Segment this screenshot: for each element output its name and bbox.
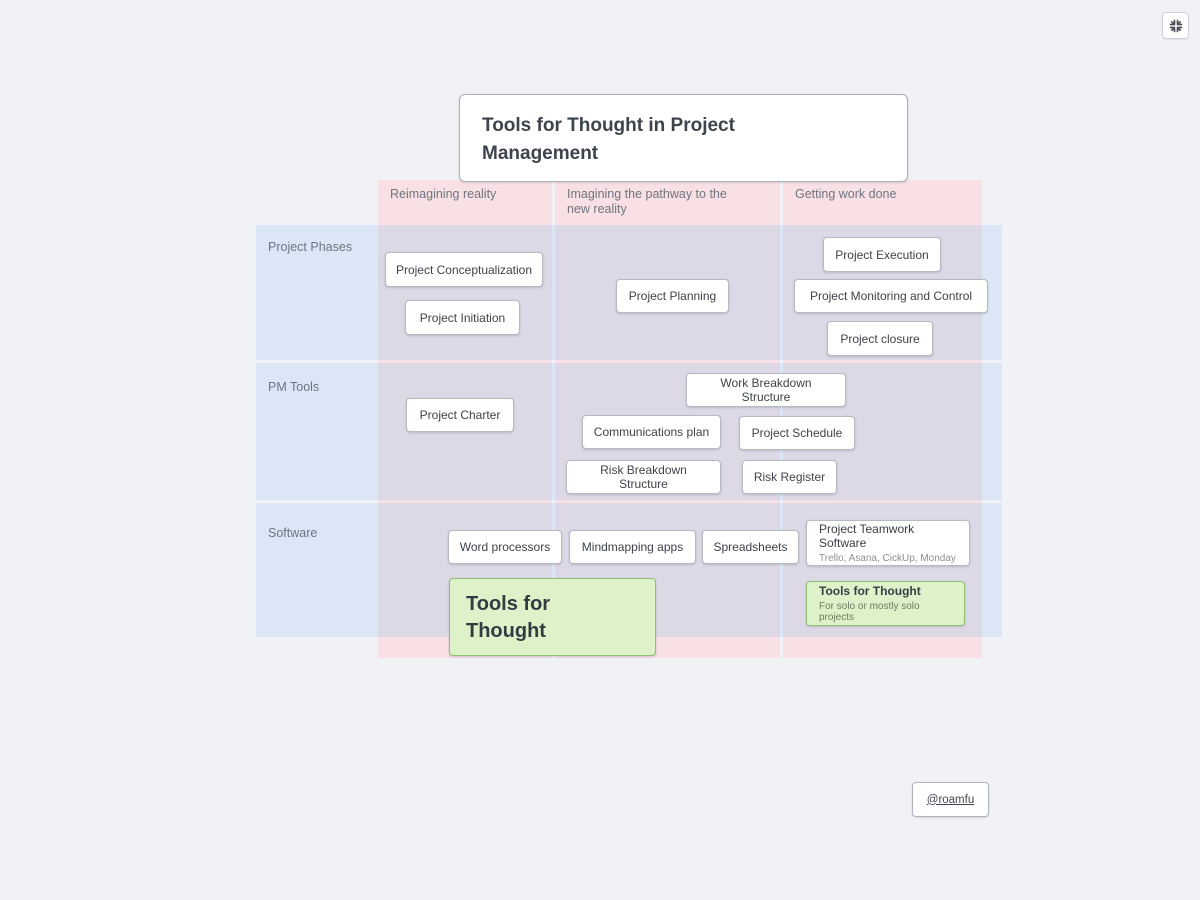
card-project-monitoring-and-control[interactable]: Project Monitoring and Control — [794, 279, 988, 313]
card-title: Project Teamwork Software — [819, 522, 915, 550]
card-project-schedule[interactable]: Project Schedule — [739, 416, 855, 450]
card-subtitle: Trello, Asana, CickUp, Monday — [819, 553, 956, 564]
card-risk-register[interactable]: Risk Register — [742, 460, 837, 494]
card-spreadsheets[interactable]: Spreadsheets — [702, 530, 799, 564]
attribution-card[interactable]: @roamfu — [912, 782, 989, 817]
row-header-software: Software — [268, 526, 318, 540]
matrix-cell-r1c1 — [378, 225, 552, 360]
diagram-title: Tools for Thought in Project Management — [482, 115, 735, 164]
card-communications-plan[interactable]: Communications plan — [582, 415, 721, 449]
card-word-processors[interactable]: Word processors — [448, 530, 562, 564]
card-subtitle: For solo or mostly solo projects — [819, 601, 920, 623]
card-project-execution[interactable]: Project Execution — [823, 237, 941, 272]
attribution-link[interactable]: @roamfu — [926, 793, 975, 806]
fit-to-screen-button[interactable] — [1162, 12, 1189, 39]
column-header-reimagining-reality: Reimagining reality — [390, 187, 497, 201]
card-project-teamwork-software[interactable]: Project Teamwork Software Trello, Asana,… — [806, 520, 970, 566]
row-header-project-phases: Project Phases — [268, 240, 353, 254]
card-tools-for-thought-solo[interactable]: Tools for Thought For solo or mostly sol… — [806, 581, 965, 626]
card-work-breakdown-structure[interactable]: Work Breakdown Structure — [686, 373, 846, 407]
card-project-planning[interactable]: Project Planning — [616, 279, 729, 313]
card-project-closure[interactable]: Project closure — [827, 321, 933, 356]
card-project-charter[interactable]: Project Charter — [406, 398, 514, 432]
column-header-getting-work-done: Getting work done — [795, 187, 897, 201]
card-tools-for-thought-main[interactable]: Tools for Thought — [449, 578, 656, 656]
diagram-title-card[interactable]: Tools for Thought in Project Management — [459, 94, 908, 182]
card-project-initiation[interactable]: Project Initiation — [405, 300, 520, 335]
card-project-conceptualization[interactable]: Project Conceptualization — [385, 252, 543, 287]
column-header-imagining-pathway: Imagining the pathway to the new reality — [567, 187, 727, 216]
card-title: Tools for Thought — [466, 593, 551, 642]
card-title: Tools for Thought — [819, 584, 921, 598]
card-mindmapping-apps[interactable]: Mindmapping apps — [569, 530, 696, 564]
fit-to-screen-icon — [1167, 17, 1185, 35]
row-header-pm-tools: PM Tools — [268, 380, 320, 394]
card-risk-breakdown-structure[interactable]: Risk Breakdown Structure — [566, 460, 721, 494]
